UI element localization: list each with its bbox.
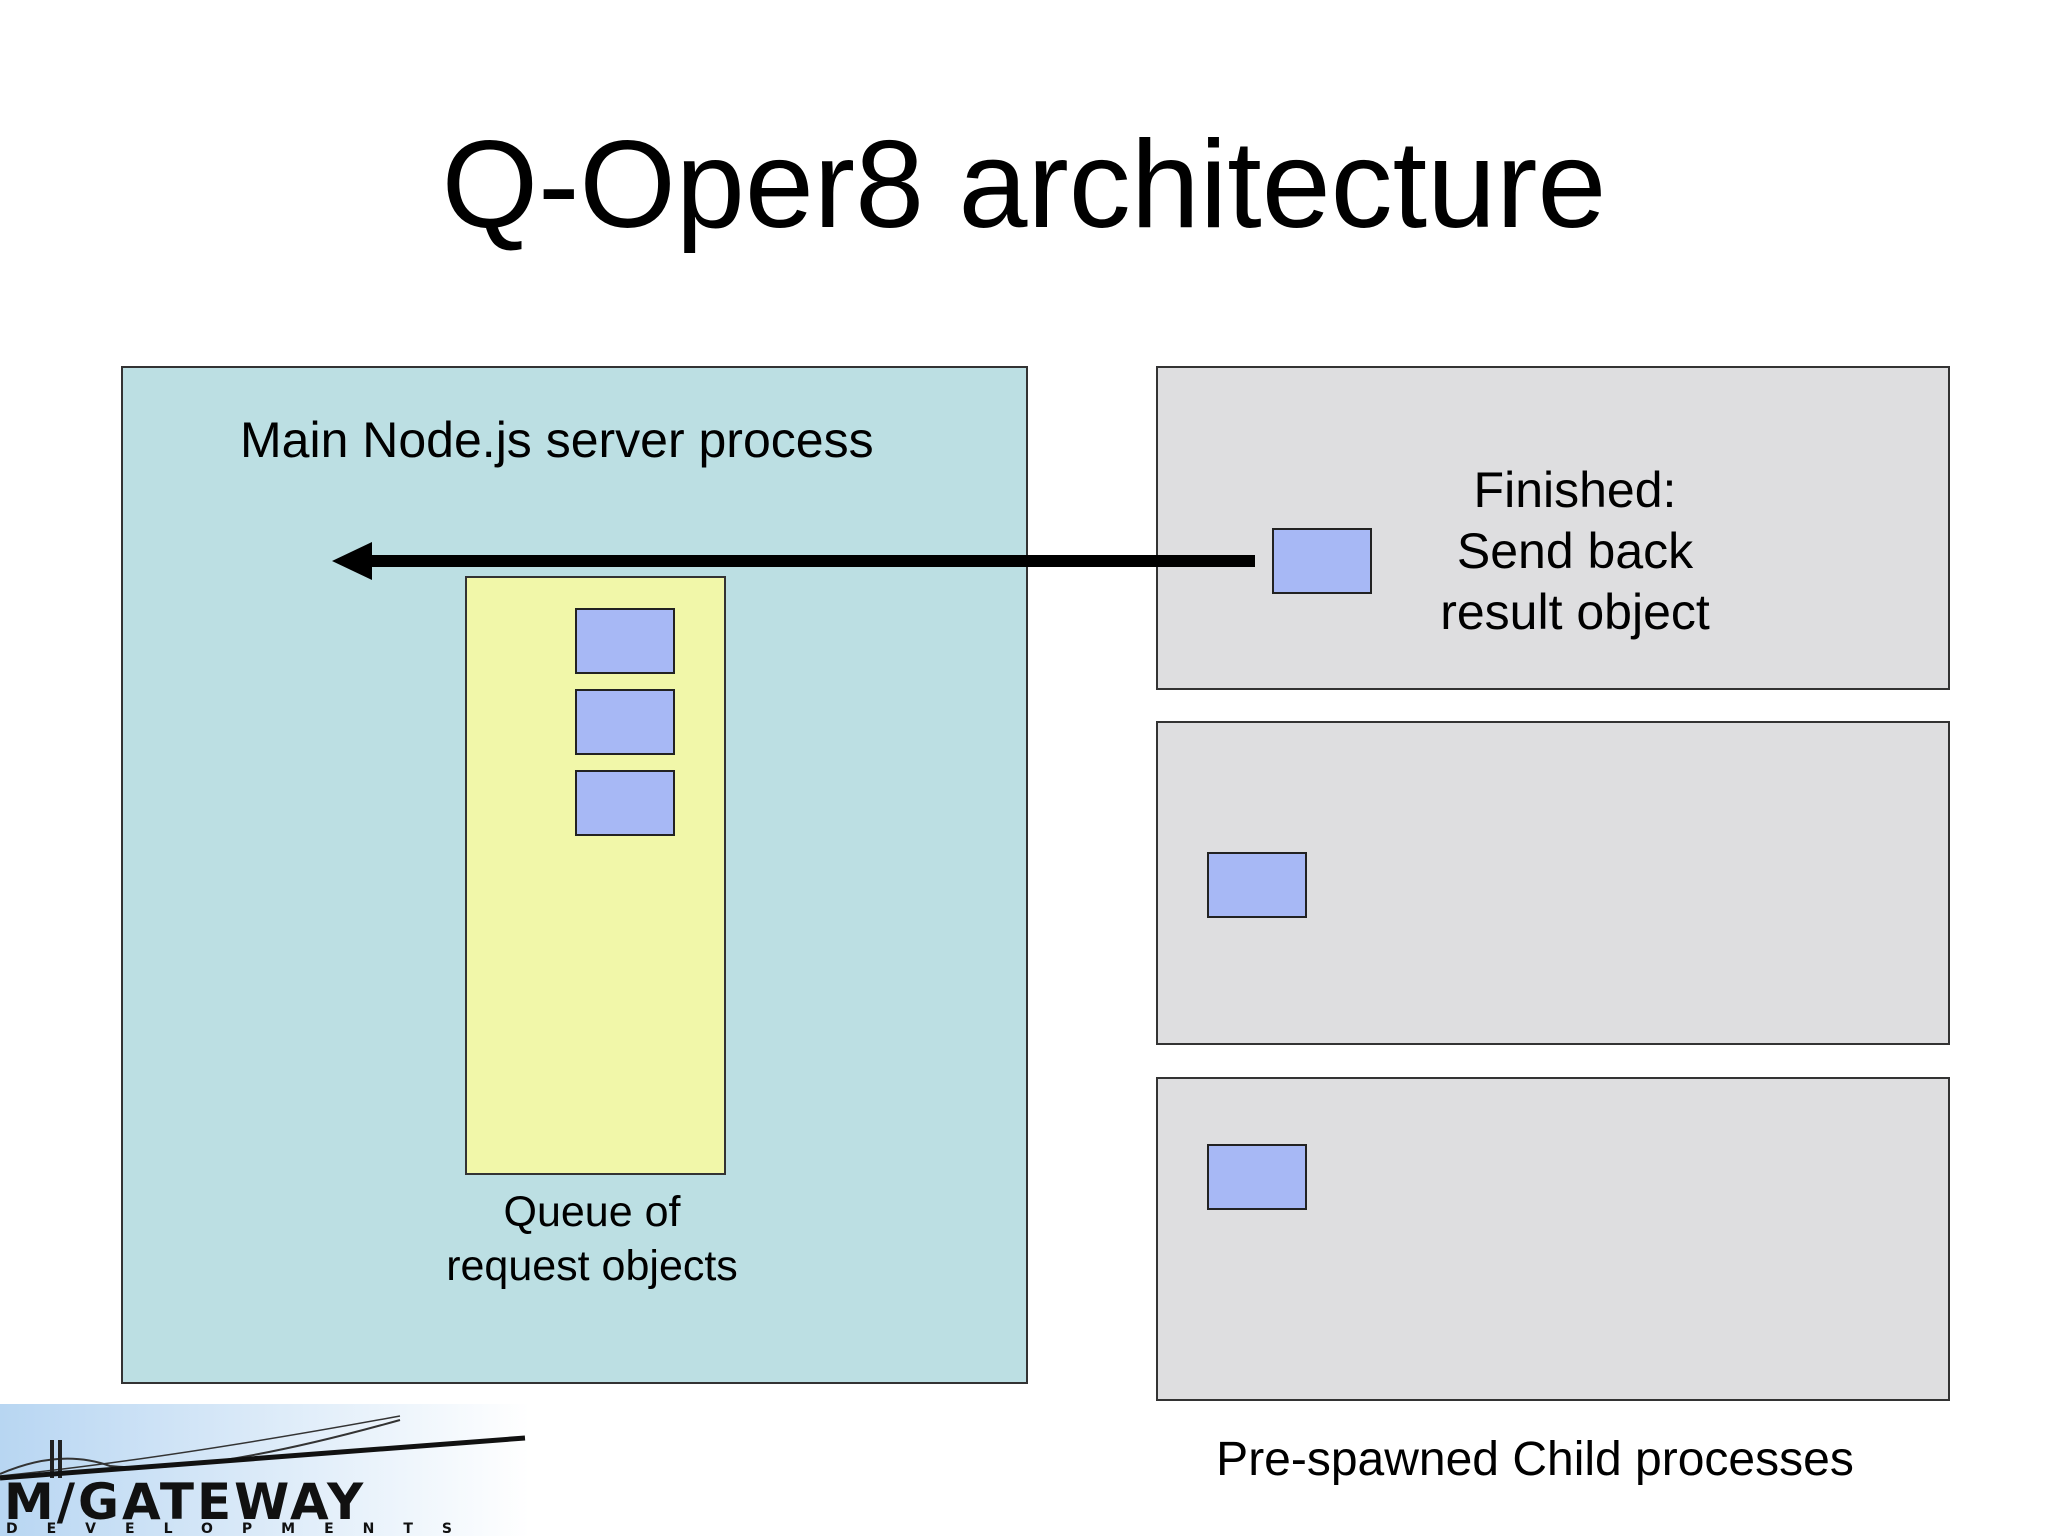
queue-label-line: request objects (446, 1242, 738, 1290)
logo-subtitle: DEVELOPMENTS (6, 1521, 482, 1536)
request-object-in-child (1207, 1144, 1307, 1210)
child-process-box (1156, 1077, 1950, 1401)
finished-label-line: Finished: (1473, 462, 1677, 518)
main-process-label: Main Node.js server process (240, 412, 874, 468)
queued-request-object (575, 689, 675, 755)
request-object-in-child (1207, 852, 1307, 918)
logo-name: M/GATEWAY (4, 1473, 367, 1531)
queue-label-line: Queue of (503, 1188, 681, 1236)
queued-request-object (575, 770, 675, 836)
m-gateway-logo-graphic (0, 1404, 530, 1536)
request-queue-box (465, 576, 726, 1175)
finished-label-line: result object (1440, 584, 1710, 640)
finished-label: Finished: Send back result object (1380, 460, 1770, 643)
slide-title: Q-Oper8 architecture (441, 116, 1607, 254)
result-object (1272, 528, 1372, 594)
queue-label: Queue of request objects (392, 1185, 792, 1293)
finished-label-line: Send back (1456, 523, 1694, 579)
queued-request-object (575, 608, 675, 674)
child-processes-label: Pre-spawned Child processes (1216, 1433, 1854, 1486)
